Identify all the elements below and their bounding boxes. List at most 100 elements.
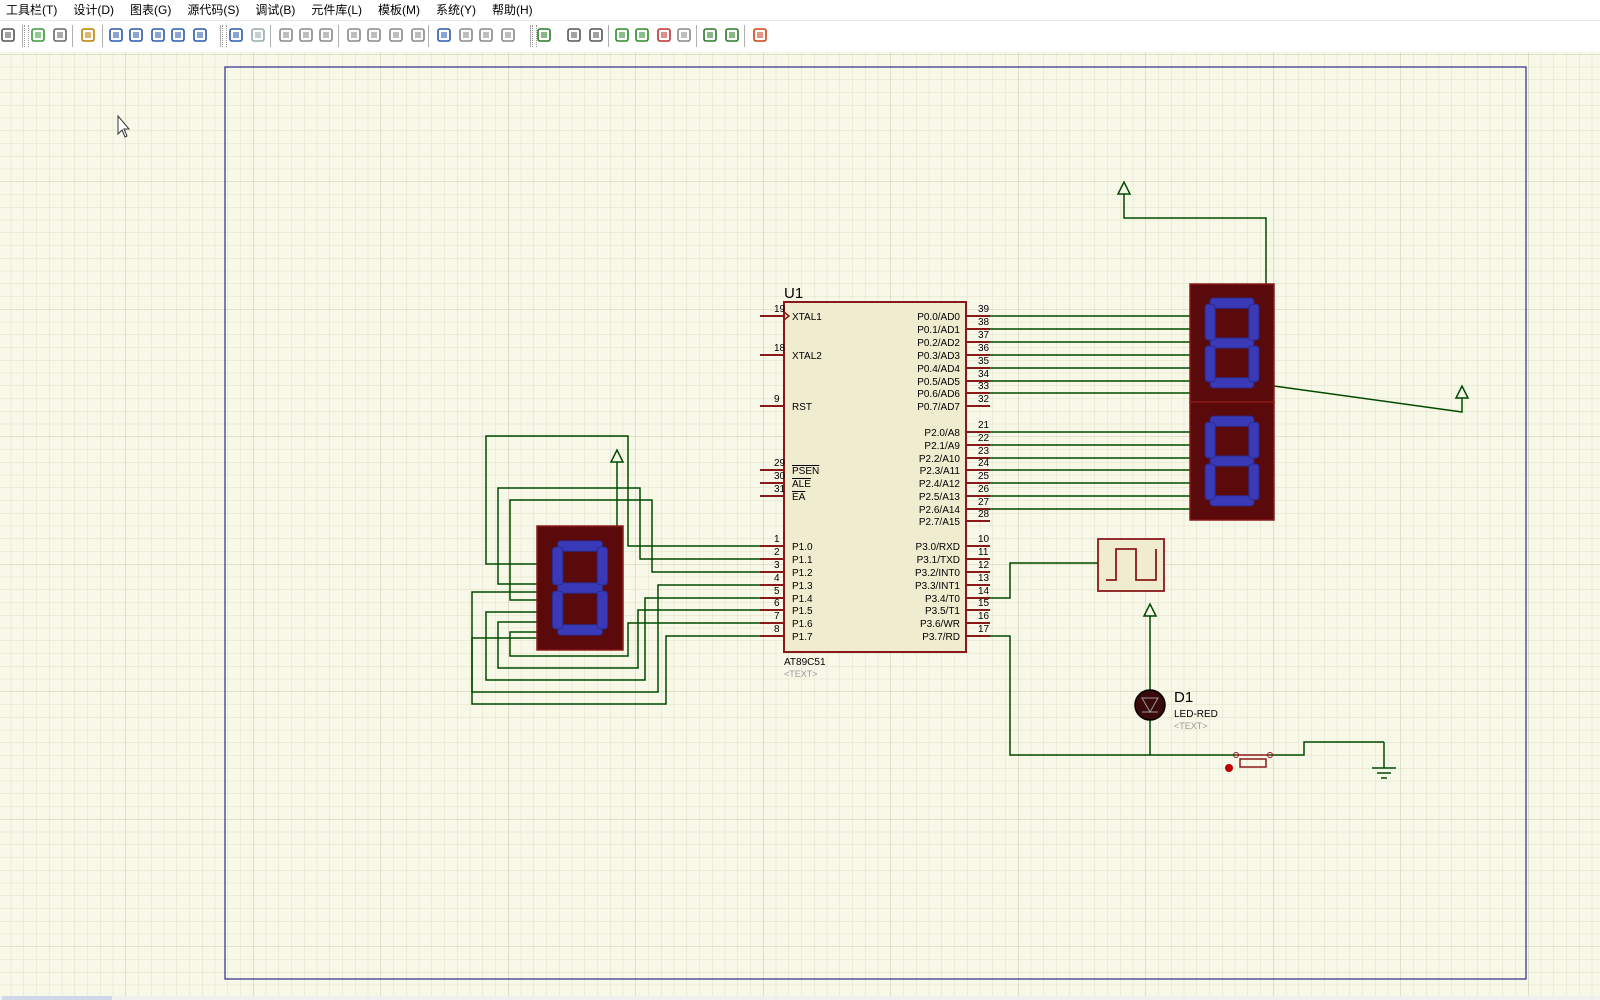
make-device-icon[interactable] xyxy=(458,27,474,43)
menu-item-6[interactable]: 模板(M) xyxy=(378,3,420,17)
menu-item-0[interactable]: 工具栏(T) xyxy=(6,3,58,17)
decompose-icon[interactable] xyxy=(500,27,516,43)
pin-label: P3.2/INT0 xyxy=(915,568,960,579)
led-text-placeholder: <TEXT> xyxy=(1174,721,1208,731)
power-terminal-icon[interactable] xyxy=(609,448,625,463)
wire xyxy=(1270,741,1384,756)
block-rotate-icon[interactable] xyxy=(388,27,404,43)
block-delete-icon[interactable] xyxy=(410,27,426,43)
pin-label: P0.3/AD3 xyxy=(917,351,960,362)
pin-label: P0.2/AD2 xyxy=(917,338,960,349)
menu-item-3[interactable]: 源代码(S) xyxy=(187,3,240,17)
menu-item-4[interactable]: 调试(B) xyxy=(255,3,296,17)
copy-icon[interactable] xyxy=(298,27,314,43)
power-terminal-icon[interactable] xyxy=(1454,384,1470,399)
redo-icon[interactable] xyxy=(250,27,266,43)
pin-number: 2 xyxy=(774,547,780,558)
paste-icon[interactable] xyxy=(318,27,334,43)
pin-number: 5 xyxy=(774,586,780,597)
new-sheet-icon[interactable] xyxy=(634,27,650,43)
segment-0 xyxy=(1209,415,1255,427)
wire xyxy=(990,562,1098,599)
ground-icon xyxy=(1372,742,1396,779)
menu-item-8[interactable]: 帮助(H) xyxy=(492,3,533,17)
pin-number: 22 xyxy=(978,433,990,444)
segment-6 xyxy=(1248,463,1260,501)
pin-label: P1.7 xyxy=(792,632,813,643)
packaging-icon[interactable] xyxy=(478,27,494,43)
segment-3 xyxy=(1204,303,1216,341)
pin-label: XTAL1 xyxy=(792,312,822,323)
wire xyxy=(990,635,1236,756)
toolbar-grip[interactable] xyxy=(532,25,537,47)
pin-label: P3.7/RD xyxy=(922,632,960,643)
netlist-icon[interactable] xyxy=(614,27,630,43)
toolbar-separator xyxy=(744,25,745,47)
wire xyxy=(485,597,760,681)
power-terminal-icon[interactable] xyxy=(1116,180,1132,195)
pin-number: 28 xyxy=(978,509,990,520)
pin-number: 14 xyxy=(978,586,990,597)
zoom-out-icon[interactable] xyxy=(150,27,166,43)
pin-label: P0.6/AD6 xyxy=(917,389,960,400)
pin-number: 15 xyxy=(978,598,990,609)
electrical-check-icon[interactable] xyxy=(724,27,740,43)
led-d1-icon[interactable] xyxy=(1134,689,1166,721)
clock-generator[interactable] xyxy=(1097,538,1165,592)
property-assign-icon[interactable] xyxy=(588,27,604,43)
pick-device-icon[interactable] xyxy=(436,27,452,43)
power-terminal-icon[interactable] xyxy=(1142,602,1158,617)
pin-number: 10 xyxy=(978,534,990,545)
pin-number: 1 xyxy=(774,534,780,545)
pin-label: P1.3 xyxy=(792,581,813,592)
toolbar-separator xyxy=(338,25,339,47)
segment-2 xyxy=(1209,495,1255,507)
bill-of-materials-icon[interactable] xyxy=(702,27,718,43)
left-seven-segment-display[interactable] xyxy=(536,525,624,651)
toolbar-separator xyxy=(102,25,103,47)
undo-icon[interactable] xyxy=(228,27,244,43)
zoom-all-icon[interactable] xyxy=(170,27,186,43)
goto-sheet-icon[interactable] xyxy=(676,27,692,43)
wires xyxy=(471,194,1463,756)
zoom-in-icon[interactable] xyxy=(128,27,144,43)
button-terminal xyxy=(1225,764,1233,772)
block-move-icon[interactable] xyxy=(366,27,382,43)
pin-label: P1.6 xyxy=(792,619,813,630)
pin-label: PSEN xyxy=(792,466,819,477)
toolbar-grip[interactable] xyxy=(24,25,29,47)
origin-icon[interactable] xyxy=(80,27,96,43)
toolbar-separator xyxy=(72,25,73,47)
menu-item-5[interactable]: 元件库(L) xyxy=(311,3,362,17)
cut-icon[interactable] xyxy=(278,27,294,43)
grid-icon[interactable] xyxy=(52,27,68,43)
toolbar-separator xyxy=(696,25,697,47)
pin-label: P2.0/A8 xyxy=(924,428,960,439)
wire-autoroute-icon[interactable] xyxy=(536,27,552,43)
menu-item-2[interactable]: 图表(G) xyxy=(130,3,172,17)
pin-label: P1.4 xyxy=(792,594,813,605)
ares-icon[interactable] xyxy=(752,27,768,43)
right-bottom-seven-segment-display[interactable] xyxy=(1189,401,1275,521)
zoom-area-icon[interactable] xyxy=(192,27,208,43)
refresh-icon[interactable] xyxy=(30,27,46,43)
menu-item-7[interactable]: 系统(Y) xyxy=(436,3,476,17)
push-button-icon[interactable] xyxy=(1239,758,1267,768)
toolbar-grip[interactable] xyxy=(222,25,227,47)
mcu-body[interactable] xyxy=(783,301,967,653)
pin-number: 4 xyxy=(774,573,780,584)
pan-icon[interactable] xyxy=(108,27,124,43)
pin-label: P2.2/A10 xyxy=(919,454,961,465)
search-icon[interactable] xyxy=(566,27,582,43)
page-icon[interactable] xyxy=(0,27,16,43)
segment-5 xyxy=(1204,463,1216,501)
block-copy-icon[interactable] xyxy=(346,27,362,43)
pin-number: 9 xyxy=(774,394,780,405)
menu-item-1[interactable]: 设计(D) xyxy=(73,3,114,17)
pin-label: P3.4/T0 xyxy=(925,594,960,605)
pin-label: P1.5 xyxy=(792,606,813,617)
remove-sheet-icon[interactable] xyxy=(656,27,672,43)
right-top-seven-segment-display[interactable] xyxy=(1189,283,1275,403)
pin-number: 11 xyxy=(978,547,989,558)
